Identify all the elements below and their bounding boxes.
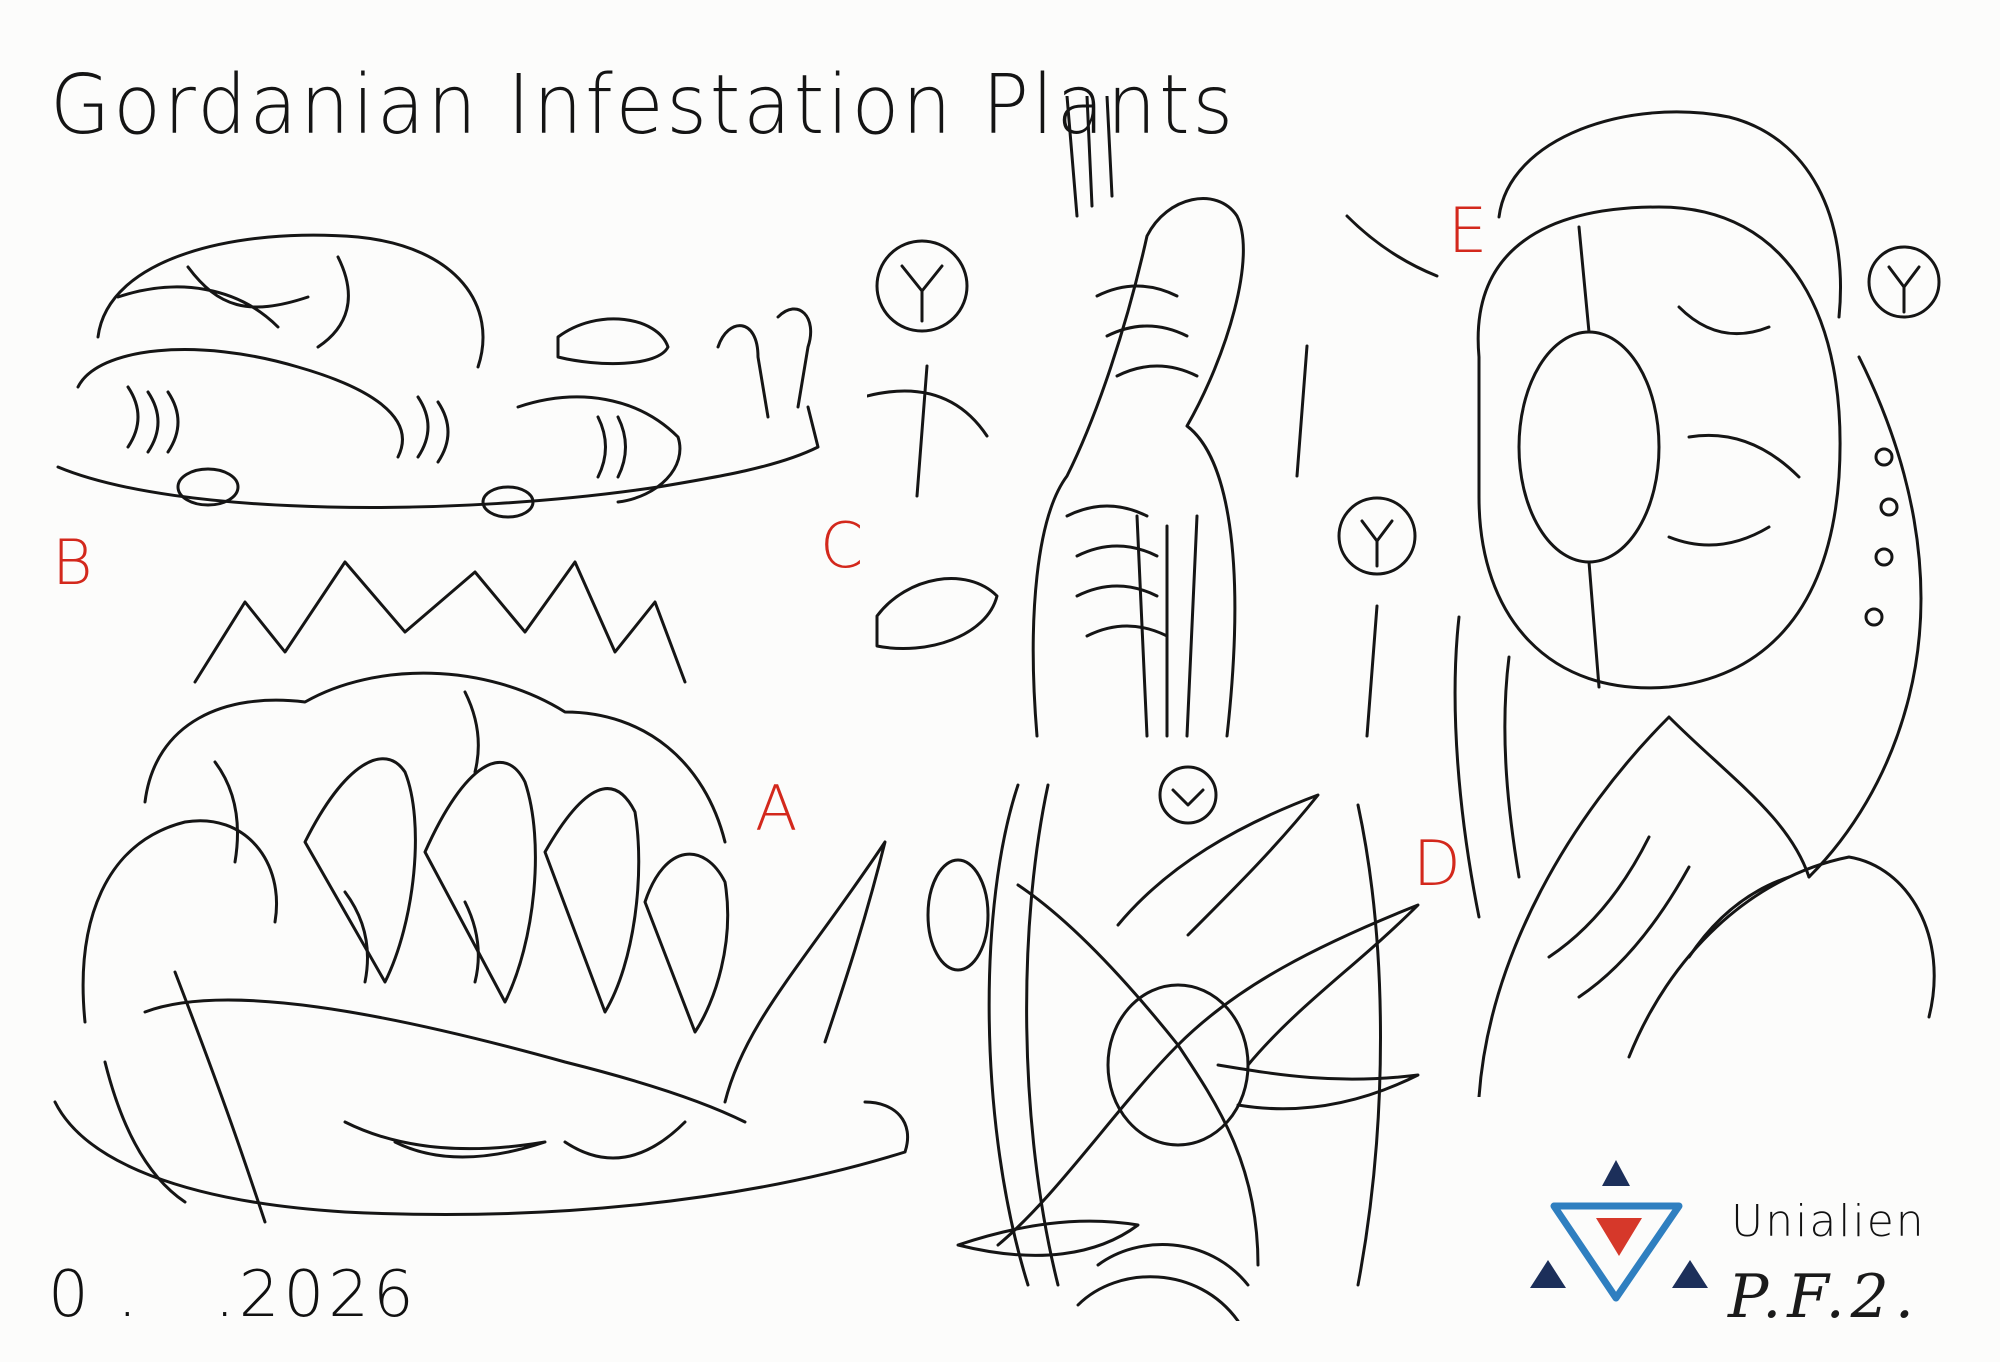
- panel-label-e: E: [1448, 194, 1488, 267]
- plant-e-drawing: [1429, 57, 1972, 1097]
- plant-c-drawing: [867, 96, 1449, 741]
- panel-label-d: D: [1413, 827, 1461, 900]
- artist-signature: P.F.2.: [1728, 1262, 1920, 1332]
- unialien-logo: [1524, 1148, 1724, 1304]
- panel-label-c: C: [820, 509, 864, 582]
- brand-name: Unialien: [1731, 1196, 1926, 1247]
- page-title: Gordanian Infestation Plants: [50, 58, 1236, 153]
- panel-label-b: B: [52, 526, 93, 599]
- plant-d-drawing: [918, 765, 1454, 1321]
- plant-a-drawing: [45, 542, 920, 1232]
- plant-b-drawing: [38, 217, 830, 529]
- date-text: 0 . .2026: [48, 1258, 418, 1332]
- panel-label-a: A: [755, 772, 798, 845]
